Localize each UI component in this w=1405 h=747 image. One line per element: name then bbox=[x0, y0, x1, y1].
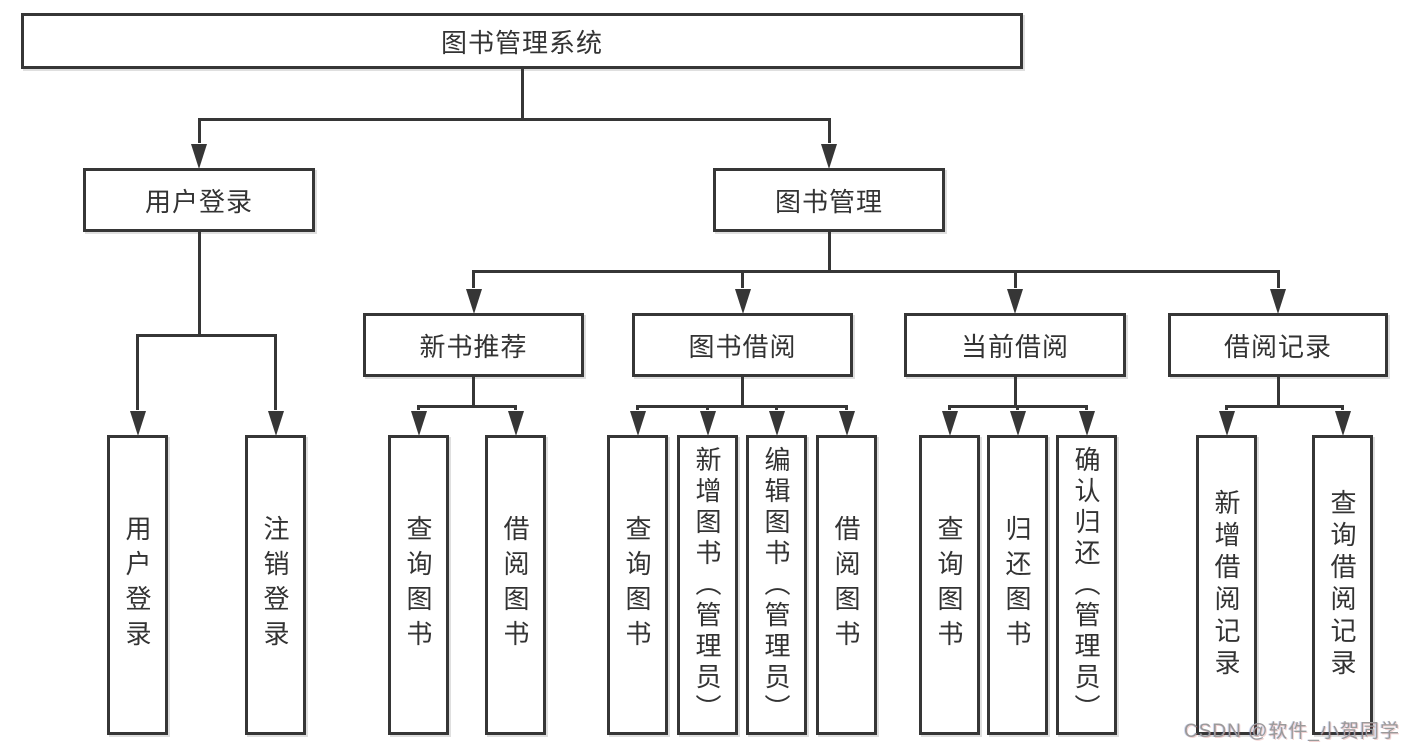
arrowhead-down-icon bbox=[507, 411, 524, 436]
node-label: 新增借阅记录 bbox=[1211, 489, 1241, 681]
node-leaf-confirm-return-admin: 确认归还（管理员） bbox=[1056, 435, 1117, 735]
connector-line bbox=[514, 406, 517, 410]
node-leaf-query-borrowing-record: 查询借阅记录 bbox=[1312, 435, 1373, 735]
connector-line bbox=[472, 377, 475, 406]
node-label: 借阅记录 bbox=[1223, 331, 1332, 362]
node-leaf-return-books: 归还图书 bbox=[987, 435, 1048, 735]
connector-line bbox=[1276, 377, 1280, 406]
connector-line bbox=[1225, 404, 1344, 408]
connector-line bbox=[136, 333, 277, 337]
connector-line bbox=[845, 406, 848, 410]
node-book-borrowing: 图书借阅 bbox=[632, 313, 853, 377]
connector-line bbox=[706, 406, 709, 410]
connector-line bbox=[197, 117, 831, 121]
watermark-text: CSDN @软件_小贺同学 bbox=[1184, 721, 1400, 742]
arrowhead-down-icon bbox=[267, 411, 284, 436]
node-leaf-query-books: 查询图书 bbox=[919, 435, 980, 735]
node-current-borrowing: 当前借阅 bbox=[904, 313, 1126, 377]
arrowhead-down-icon bbox=[699, 411, 716, 436]
connector-line bbox=[636, 404, 848, 408]
arrowhead-down-icon bbox=[1270, 289, 1286, 314]
connector-line bbox=[520, 69, 524, 119]
node-label: 图书管理系统 bbox=[440, 27, 603, 58]
arrowhead-down-icon bbox=[1007, 289, 1023, 314]
node-new-book-recommendation: 新书推荐 bbox=[363, 313, 584, 377]
arrowhead-down-icon bbox=[941, 411, 958, 436]
connector-line bbox=[741, 271, 744, 288]
node-user-login-branch: 用户登录 bbox=[83, 168, 315, 232]
arrowhead-down-icon bbox=[734, 289, 751, 314]
connector-line bbox=[1013, 271, 1017, 288]
node-leaf-borrow-books: 借阅图书 bbox=[816, 435, 877, 735]
connector-line bbox=[1013, 377, 1017, 406]
arrowhead-down-icon bbox=[1009, 411, 1026, 436]
connector-line bbox=[948, 406, 951, 410]
node-leaf-add-borrowing-record: 新增借阅记录 bbox=[1196, 435, 1257, 735]
node-leaf-edit-books-admin: 编辑图书（管理员） bbox=[746, 435, 807, 735]
node-label: 借阅图书 bbox=[500, 515, 530, 655]
connector-line bbox=[827, 119, 831, 143]
arrowhead-down-icon bbox=[465, 289, 482, 314]
node-leaf-borrow-books: 借阅图书 bbox=[485, 435, 546, 735]
node-book-management-branch: 图书管理 bbox=[713, 168, 945, 232]
arrowhead-down-icon bbox=[629, 411, 646, 436]
connector-line bbox=[417, 406, 420, 410]
arrowhead-down-icon bbox=[191, 144, 207, 169]
connector-line bbox=[775, 406, 778, 410]
node-leaf-query-books: 查询图书 bbox=[607, 435, 668, 735]
connector-line bbox=[1085, 406, 1088, 410]
connector-line bbox=[1225, 406, 1228, 410]
node-label: 借阅图书 bbox=[831, 515, 861, 655]
node-library-management-system: 图书管理系统 bbox=[21, 13, 1023, 69]
node-label: 归还图书 bbox=[1002, 515, 1032, 655]
node-label: 查询借阅记录 bbox=[1327, 489, 1357, 681]
connector-line bbox=[741, 377, 744, 406]
connector-line bbox=[417, 404, 517, 408]
node-label: 用户登录 bbox=[122, 515, 152, 655]
node-leaf-logout-login: 注销登录 bbox=[245, 435, 306, 735]
arrowhead-down-icon bbox=[821, 144, 837, 169]
arrowhead-down-icon bbox=[1218, 411, 1235, 436]
node-label: 当前借阅 bbox=[960, 331, 1069, 362]
node-label: 图书管理 bbox=[774, 186, 883, 217]
arrowhead-down-icon bbox=[768, 411, 785, 436]
node-label: 新书推荐 bbox=[419, 331, 528, 362]
connector-line bbox=[274, 335, 277, 410]
connector-line bbox=[136, 335, 139, 410]
node-label: 查询图书 bbox=[403, 515, 433, 655]
node-label: 用户登录 bbox=[144, 186, 253, 217]
node-leaf-add-books-admin: 新增图书（管理员） bbox=[677, 435, 738, 735]
node-label: 查询图书 bbox=[622, 515, 652, 655]
connector-line bbox=[827, 232, 831, 271]
node-label: 注销登录 bbox=[260, 515, 290, 655]
connector-line bbox=[636, 406, 639, 410]
arrowhead-down-icon bbox=[410, 411, 427, 436]
node-label: 图书借阅 bbox=[688, 331, 797, 362]
node-label: 编辑图书（管理员） bbox=[761, 445, 791, 725]
arrowhead-down-icon bbox=[1078, 411, 1095, 436]
arrowhead-down-icon bbox=[129, 411, 146, 436]
connector-line bbox=[197, 232, 201, 335]
arrowhead-down-icon bbox=[1334, 411, 1351, 436]
connector-line bbox=[1341, 406, 1344, 410]
connector-line bbox=[197, 119, 201, 143]
node-label: 新增图书（管理员） bbox=[692, 445, 722, 725]
node-leaf-user-login: 用户登录 bbox=[107, 435, 168, 735]
node-label: 查询图书 bbox=[934, 515, 964, 655]
node-label: 确认归还（管理员） bbox=[1071, 445, 1101, 725]
node-borrowing-records: 借阅记录 bbox=[1168, 313, 1388, 377]
node-leaf-query-books: 查询图书 bbox=[388, 435, 449, 735]
arrowhead-down-icon bbox=[838, 411, 855, 436]
connector-line bbox=[1016, 406, 1019, 410]
connector-line bbox=[472, 269, 1280, 273]
connector-line bbox=[472, 271, 475, 288]
connector-line bbox=[1276, 271, 1280, 288]
